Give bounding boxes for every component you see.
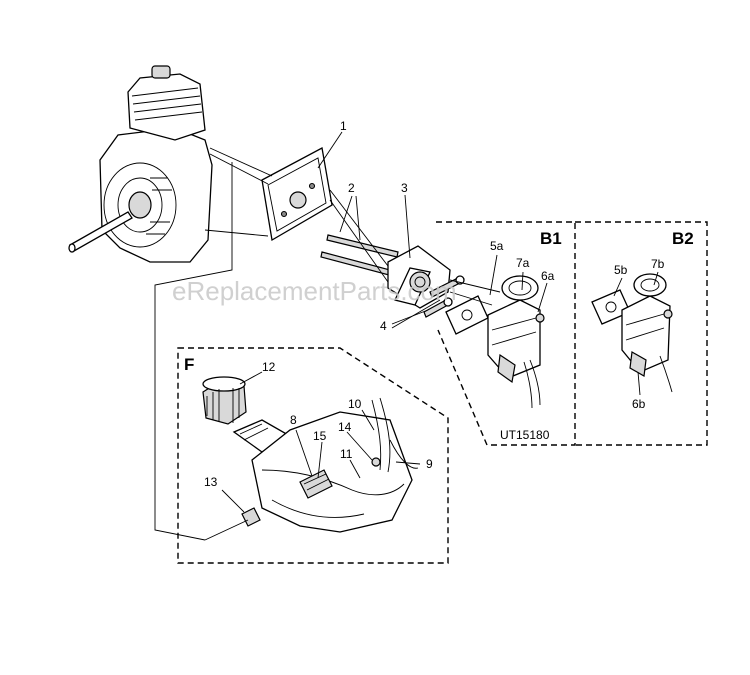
callout-7b: 7b [651,257,665,271]
carburetor-b2 [591,273,673,393]
box-label-b1: B1 [540,229,562,248]
callout-12: 12 [262,360,276,374]
callout-15: 15 [313,429,327,443]
box-f-outline [177,347,449,564]
callout-11: 11 [340,447,353,461]
callout-9: 9 [426,457,433,471]
callout-6a: 6a [541,269,555,283]
box-label-f: F [184,355,194,374]
engine-block [68,65,213,263]
callout-14: 14 [338,420,352,434]
box-label-b2: B2 [672,229,694,248]
watermark: eReplacementParts.com [172,276,457,306]
callout-13: 13 [204,475,218,489]
callout-7a: 7a [516,256,530,270]
carburetor-b1 [445,275,545,409]
mounting-screws [423,275,465,318]
callout-2: 2 [348,181,355,195]
fuel-tank-assembly [202,376,419,533]
callout-1: 1 [340,119,347,133]
drawing-code: UT15180 [500,428,550,442]
callout-8: 8 [290,413,297,427]
intake-gasket [261,147,333,242]
callout-4: 4 [380,319,387,333]
callout-5a: 5a [490,239,504,253]
callout-leaders [221,131,659,513]
box-b1-outline [436,221,576,446]
callout-5b: 5b [614,263,628,277]
callout-10: 10 [348,397,362,411]
callout-3: 3 [401,181,408,195]
callout-6b: 6b [632,397,646,411]
box-b2-outline [575,221,708,446]
